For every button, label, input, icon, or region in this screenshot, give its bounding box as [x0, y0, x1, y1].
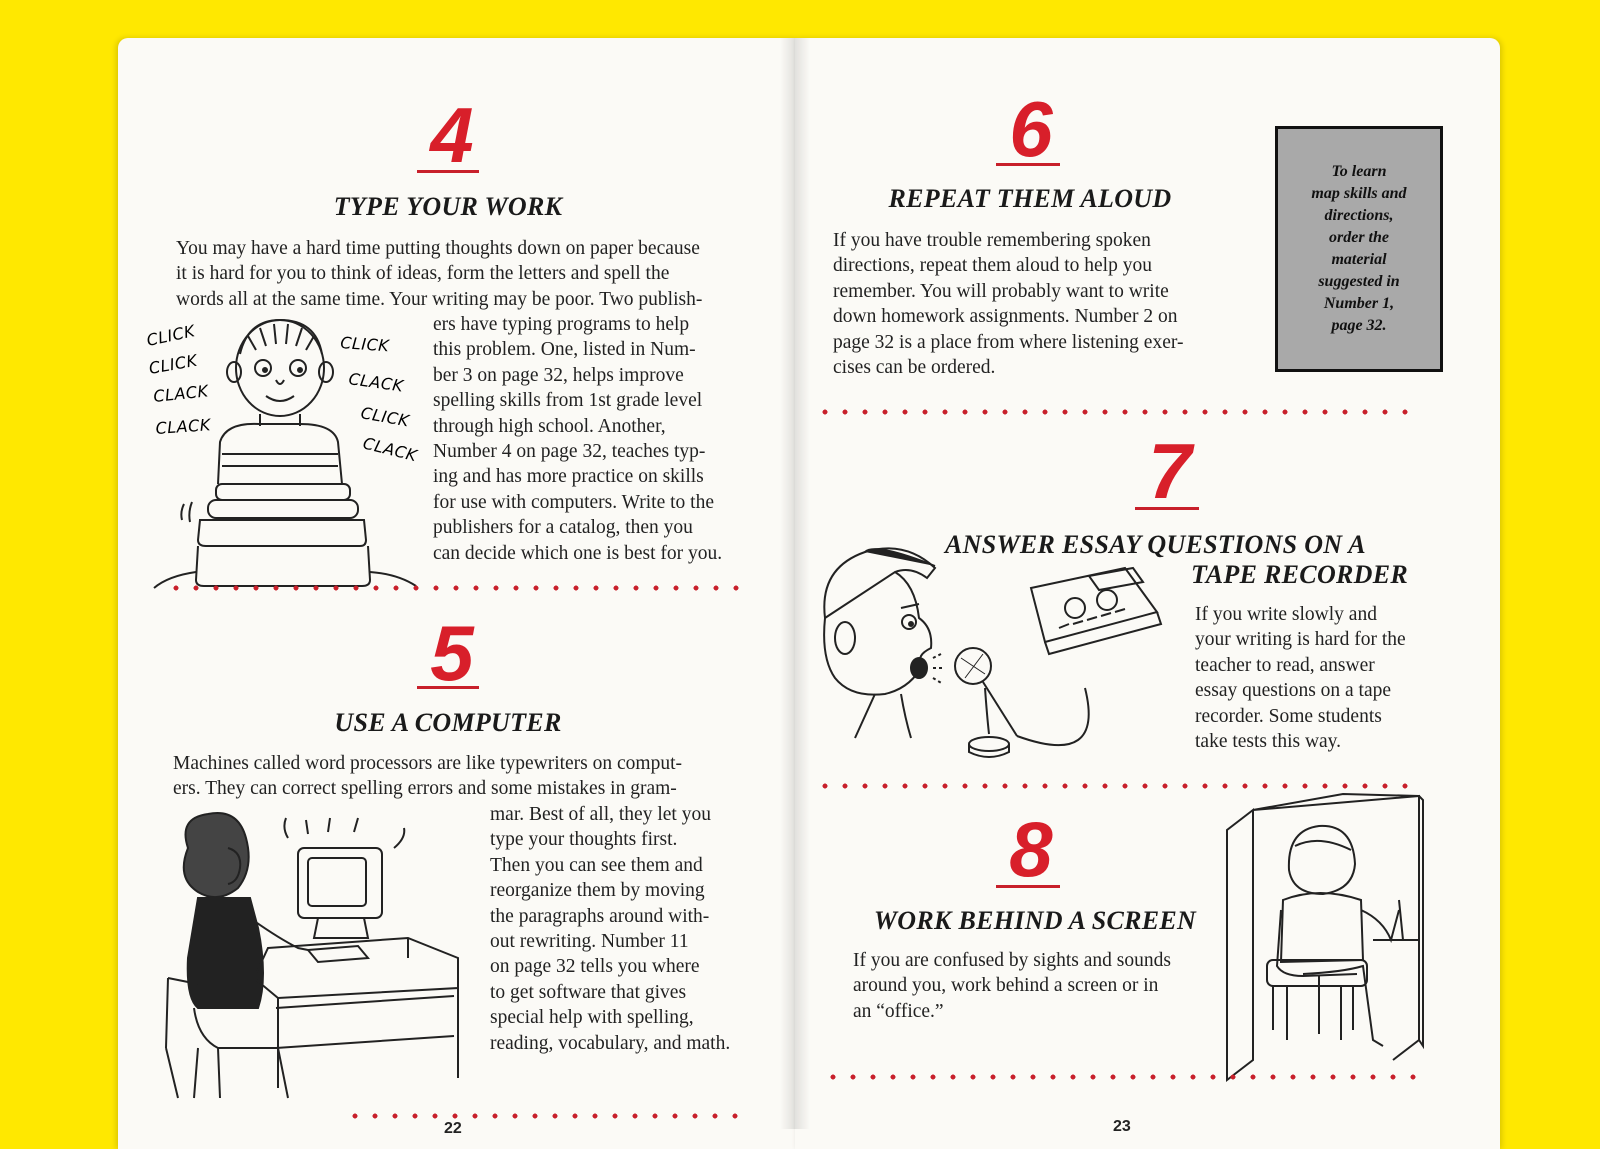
tip5-heading: USE A COMPUTER: [334, 708, 562, 737]
tip6-line: If you have trouble remembering spoken: [833, 230, 1151, 251]
tip5-line: Machines called word processors are like…: [173, 753, 682, 774]
tip4-number-rule: [417, 170, 479, 173]
tip6-line: remember. You will probably want to writ…: [833, 280, 1169, 302]
section-divider: [815, 783, 1415, 789]
tip7-line: essay questions on a tape: [1195, 680, 1392, 702]
sfx-click: CLICK: [145, 321, 198, 350]
tip7-number: 7: [1148, 427, 1192, 515]
sfx-clack: CLACK: [152, 381, 210, 406]
tip5-line: to get software that gives: [490, 981, 687, 1003]
tip4-number: 4: [430, 91, 474, 179]
tip4-line: words all at the same time. Your writing…: [176, 288, 703, 310]
tip4-line: can decide which one is best for you.: [433, 542, 723, 564]
tip4-line: it is hard for you to think of ideas, fo…: [176, 263, 670, 285]
tip6-number-rule: [996, 163, 1060, 166]
tip8-heading: WORK BEHIND A SCREEN: [873, 906, 1197, 935]
tip5-line: out rewriting. Number 11: [490, 931, 689, 953]
section-divider: [815, 409, 1415, 415]
tip7-number-rule: [1135, 507, 1199, 510]
tip5-number-rule: [417, 686, 479, 689]
tip5-line: ers. They can correct spelling errors an…: [173, 778, 677, 800]
sfx-clack: CLACK: [361, 433, 420, 465]
tip8-line: If you are confused by sights and sounds: [853, 950, 1171, 971]
tip5-line: mar. Best of all, they let you: [490, 804, 711, 825]
tip6-text: If you have trouble remembering spoken d…: [833, 228, 1183, 380]
section-divider: [345, 1113, 750, 1119]
tip6-line: directions, repeat them aloud to help yo…: [833, 255, 1152, 277]
left-page: 4 TYPE YOUR WORK You may have a hard tim…: [118, 38, 798, 1149]
tip5-text-side: mar. Best of all, they let you type your…: [490, 802, 730, 1056]
tip6-line: cises can be ordered.: [833, 357, 996, 379]
sfx-click: CLICK: [147, 351, 200, 378]
typing-boy-drawing: CLICK CLICK CLACK CLACK CLICK CLACK CLIC…: [145, 318, 420, 589]
typing-boy-illustration: CLICK CLICK CLACK CLACK CLICK CLACK CLIC…: [145, 314, 438, 604]
right-page: 6 REPEAT THEM ALOUD If you have trouble …: [795, 38, 1500, 1149]
tip4-heading: TYPE YOUR WORK: [333, 192, 563, 221]
study-carrel-illustration: [1223, 790, 1428, 1090]
tip4-line: ing and has more practice on skills: [433, 466, 704, 488]
tip6-line: down homework assignments. Number 2 on: [833, 306, 1178, 328]
computer-girl-drawing: [165, 812, 459, 1099]
tip4-line: Number 4 on page 32, teaches typ-: [433, 441, 706, 463]
tape-recorder-drawing: [823, 547, 1163, 758]
tip7-line: teacher to read, answer: [1195, 654, 1375, 676]
tip7-line: your writing is hard for the: [1195, 629, 1406, 651]
tip4-line: for use with computers. Write to the: [433, 491, 714, 513]
tip5-line: reorganize them by moving: [490, 880, 705, 902]
tip7-line: If you write slowly and: [1195, 604, 1377, 625]
sidebox-text: To learn map skills and directions, orde…: [1311, 163, 1407, 334]
tip5-line: Then you can see them and: [490, 854, 703, 876]
tip4-line: spelling skills from 1st grade level: [433, 390, 703, 412]
tip6-line: page 32 is a place from where listening …: [833, 331, 1184, 353]
tip4-text-side: ers have typing programs to help this pr…: [433, 312, 722, 566]
tip5-number: 5: [430, 609, 474, 697]
tip5-line: on page 32 tells you where: [490, 956, 700, 978]
tip4-line: ers have typing programs to help: [433, 314, 690, 335]
tip8-line: around you, work behind a screen or in: [853, 975, 1159, 997]
tip5-line: the paragraphs around with-: [490, 905, 710, 927]
tip8-line: an “office.”: [853, 1000, 944, 1022]
section-divider: [166, 585, 751, 591]
tip7-line: take tests this way.: [1195, 731, 1342, 753]
tip7-line: recorder. Some students: [1195, 705, 1382, 727]
tip6-heading: REPEAT THEM ALOUD: [888, 184, 1172, 213]
tip5-line: reading, vocabulary, and math.: [490, 1032, 731, 1054]
tip7-heading-line2: TAPE RECORDER: [1191, 560, 1409, 589]
study-carrel-drawing: [1226, 792, 1424, 1083]
tip4-line: through high school. Another,: [433, 415, 666, 437]
sfx-click: CLICK: [340, 333, 391, 355]
tip4-line: You may have a hard time putting thought…: [176, 238, 700, 259]
tip8-text: If you are confused by sights and sounds…: [853, 948, 1171, 1024]
tip6-number: 6: [1009, 85, 1053, 173]
tape-recorder-illustration: [815, 538, 1195, 768]
tip4-line: publishers for a catalog, then you: [433, 517, 693, 539]
page-number: 22: [444, 1120, 462, 1137]
section-divider: [823, 1074, 1423, 1080]
sfx-clack: CLACK: [347, 369, 405, 396]
tip4-line: ber 3 on page 32, helps improve: [433, 364, 684, 386]
computer-girl-illustration: [158, 808, 468, 1108]
tip4-text-top: You may have a hard time putting thought…: [176, 236, 702, 312]
page-number: 23: [1113, 1118, 1131, 1135]
tip7-heading-line1: ANSWER ESSAY QUESTIONS ON A: [945, 530, 1366, 559]
tip7-text: If you write slowly and your writing is …: [1195, 602, 1406, 754]
tip4-line: this problem. One, listed in Num-: [433, 339, 696, 361]
tip5-text-top: Machines called word processors are like…: [173, 751, 682, 802]
sfx-click: CLICK: [359, 403, 412, 430]
tip8-number: 8: [1009, 805, 1053, 893]
map-skills-sidebox: To learn map skills and directions, orde…: [1275, 126, 1443, 372]
tip5-line: type your thoughts first.: [490, 829, 678, 851]
tip8-number-rule: [996, 885, 1060, 888]
sfx-clack: CLACK: [155, 415, 212, 438]
tip5-line: special help with spelling,: [490, 1007, 694, 1029]
